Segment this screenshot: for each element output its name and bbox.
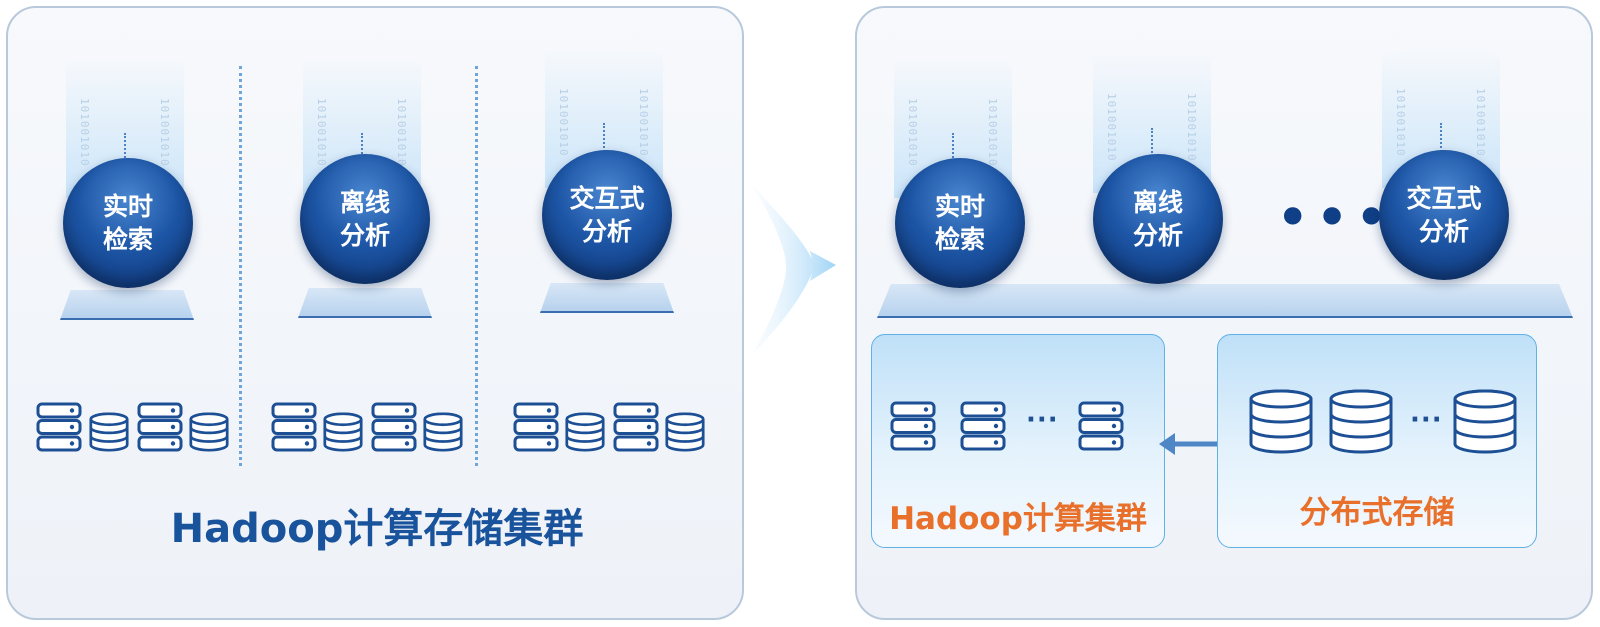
node-interactive-analysis: 交互式分析	[1379, 150, 1509, 280]
binary-decor: 101001010	[906, 98, 919, 167]
database-icon	[564, 412, 606, 452]
binary-decor: 101001010	[395, 98, 408, 167]
node-base	[60, 290, 194, 320]
ellipsis: ···	[1410, 405, 1443, 435]
server-icon	[1078, 401, 1124, 451]
panel-title: Hadoop计算存储集群	[170, 506, 584, 552]
server-icon	[36, 402, 82, 452]
compute-cluster-label: Hadoop计算集群	[889, 501, 1147, 537]
distributed-storage-label: 分布式存储	[1299, 495, 1455, 531]
node-base	[540, 283, 674, 313]
distributed-storage-box: ··· 分布式存储	[1217, 334, 1537, 548]
node-label: 实时	[934, 192, 985, 221]
node-interactive-analysis: 交互式分析	[542, 150, 672, 280]
database-icon	[664, 412, 706, 452]
node-label: 交互式	[1406, 184, 1482, 213]
node-label: 检索	[934, 225, 985, 254]
node-label: 离线	[1132, 188, 1183, 217]
dotted-line	[124, 133, 128, 173]
compute-cluster-box: ··· Hadoop计算集群	[871, 334, 1165, 548]
transition-arrow-icon	[752, 185, 836, 355]
binary-decor: 101001010	[78, 98, 91, 167]
dotted-line	[361, 133, 365, 173]
node-label: 分析	[1132, 221, 1183, 250]
database-icon	[88, 412, 130, 452]
server-icon	[960, 401, 1006, 451]
node-offline-analysis: 离线分析	[300, 154, 430, 284]
binary-decor: 101001010	[1394, 88, 1407, 157]
dotted-line	[603, 123, 607, 163]
database-icon	[1248, 389, 1314, 455]
binary-decor: 101001010	[1474, 88, 1487, 157]
node-label: 分析	[1418, 217, 1469, 246]
binary-decor: 101001010	[315, 98, 328, 167]
server-icon	[137, 402, 183, 452]
left-panel: 101001010 101001010 101001010 101001010 …	[6, 6, 744, 620]
database-icon	[422, 412, 464, 452]
server-icon	[271, 402, 317, 452]
binary-decor: 101001010	[986, 98, 999, 167]
node-label: 分析	[581, 217, 632, 246]
server-icon	[890, 401, 936, 451]
dotted-line	[1151, 128, 1155, 168]
database-icon	[188, 412, 230, 452]
ellipsis: ···	[1026, 405, 1059, 435]
database-icon	[322, 412, 364, 452]
binary-decor: 101001010	[1185, 93, 1198, 162]
column-divider	[475, 66, 478, 466]
dotted-line	[1440, 123, 1444, 163]
node-label: 实时	[102, 192, 153, 221]
binary-decor: 101001010	[158, 98, 171, 167]
node-label: 检索	[102, 225, 153, 254]
server-icon	[371, 402, 417, 452]
binary-decor: 101001010	[637, 88, 650, 157]
node-base	[298, 288, 432, 318]
database-icon	[1452, 389, 1518, 455]
server-icon	[513, 402, 559, 452]
binary-decor: 101001010	[1105, 93, 1118, 162]
database-icon	[1328, 389, 1394, 455]
server-icon	[613, 402, 659, 452]
binary-decor: 101001010	[557, 88, 570, 157]
node-label: 分析	[339, 221, 390, 250]
node-realtime-search: 实时检索	[63, 158, 193, 288]
column-divider	[239, 66, 242, 466]
more-nodes-marker: •••	[1275, 183, 1394, 253]
dotted-line	[952, 133, 956, 173]
node-realtime-search: 实时检索	[895, 158, 1025, 288]
node-offline-analysis: 离线分析	[1093, 154, 1223, 284]
shared-platform	[877, 284, 1573, 318]
node-label: 离线	[339, 188, 390, 217]
node-label: 交互式	[569, 184, 645, 213]
right-panel: 101001010 101001010 101001010 101001010 …	[855, 6, 1593, 620]
